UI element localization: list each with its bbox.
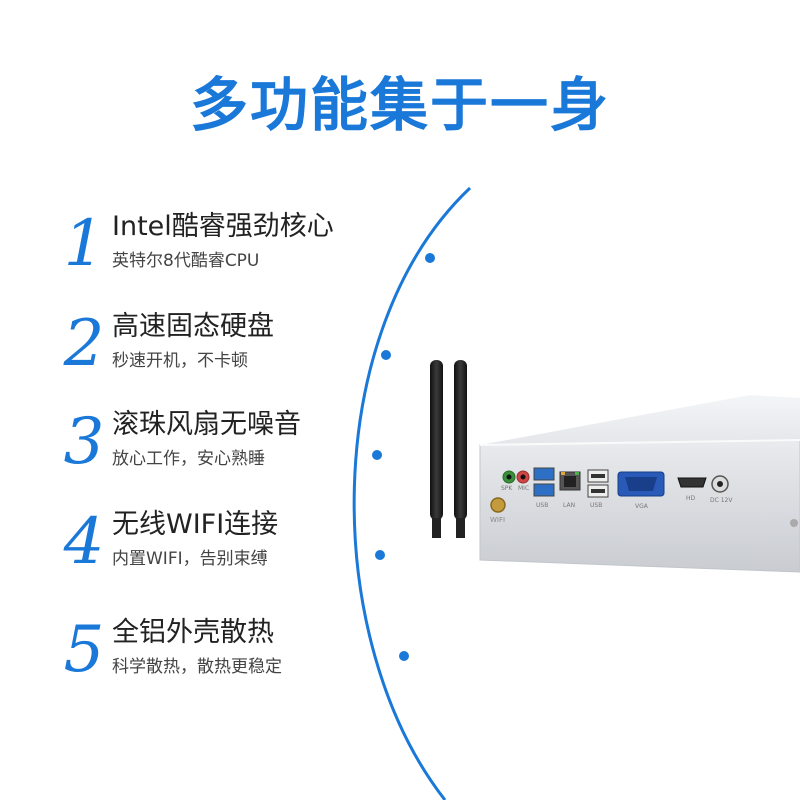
arc-dot [375, 550, 385, 560]
feature-title: 全铝外壳散热 [112, 617, 274, 648]
feature-number: 4 [63, 505, 105, 579]
feature-title: 滚珠风扇无噪音 [112, 409, 301, 440]
usb-label: USB [536, 502, 548, 509]
antenna-right [454, 360, 467, 538]
feature-subtitle: 放心工作，安心熟睡 [112, 449, 265, 469]
feature-subtitle: 内置WIFI，告别束缚 [112, 549, 268, 569]
hdmi-port-icon [677, 477, 707, 488]
lan-label: LAN [563, 502, 575, 509]
feature-number: 5 [63, 613, 105, 687]
wifi-label: WIFI [490, 516, 505, 524]
dc-label: DC 12V [710, 497, 733, 504]
spk-label: SPK [501, 485, 513, 492]
vga-label: VGA [635, 503, 649, 510]
antenna-left [430, 360, 443, 538]
lan-port-icon [559, 471, 581, 491]
arc-dot [372, 450, 382, 460]
page-title: 多功能集于一身 [189, 71, 610, 139]
feature-title: 无线WIFI连接 [112, 509, 279, 540]
vga-port-icon [617, 471, 665, 497]
feature-item-4: 4 无线WIFI连接 内置WIFI，告别束缚 [58, 505, 418, 586]
usb2-ports-icon [587, 469, 609, 498]
feature-item-1: 1 Intel酷睿强劲核心 英特尔8代酷睿CPU [58, 207, 418, 288]
arc-dot [381, 350, 391, 360]
feature-number: 3 [63, 405, 105, 479]
feature-subtitle: 秒速开机，不卡顿 [112, 351, 248, 371]
wifi-port [490, 497, 506, 513]
arc-dot [399, 651, 409, 661]
feature-subtitle: 英特尔8代酷睿CPU [112, 251, 260, 271]
feature-item-2: 2 高速固态硬盘 秒速开机，不卡顿 [58, 307, 418, 388]
hd-label: HD [686, 495, 696, 502]
feature-item-3: 3 滚珠风扇无噪音 放心工作，安心熟睡 [58, 405, 418, 486]
feature-number: 2 [63, 307, 105, 381]
usb-label: USB [590, 502, 602, 509]
mic-label: MIC [518, 485, 529, 492]
arc-dot [425, 253, 435, 263]
feature-subtitle: 科学散热，散热更稳定 [112, 657, 282, 677]
mini-pc-image: WIFI SPK MIC USB LAN USB VGA HD DC 12V [430, 360, 800, 573]
feature-title: Intel酷睿强劲核心 [112, 211, 334, 242]
feature-title: 高速固态硬盘 [112, 311, 274, 342]
feature-item-5: 5 全铝外壳散热 科学散热，散热更稳定 [58, 613, 418, 694]
usb3-ports-icon [533, 467, 555, 497]
feature-number: 1 [63, 207, 105, 281]
